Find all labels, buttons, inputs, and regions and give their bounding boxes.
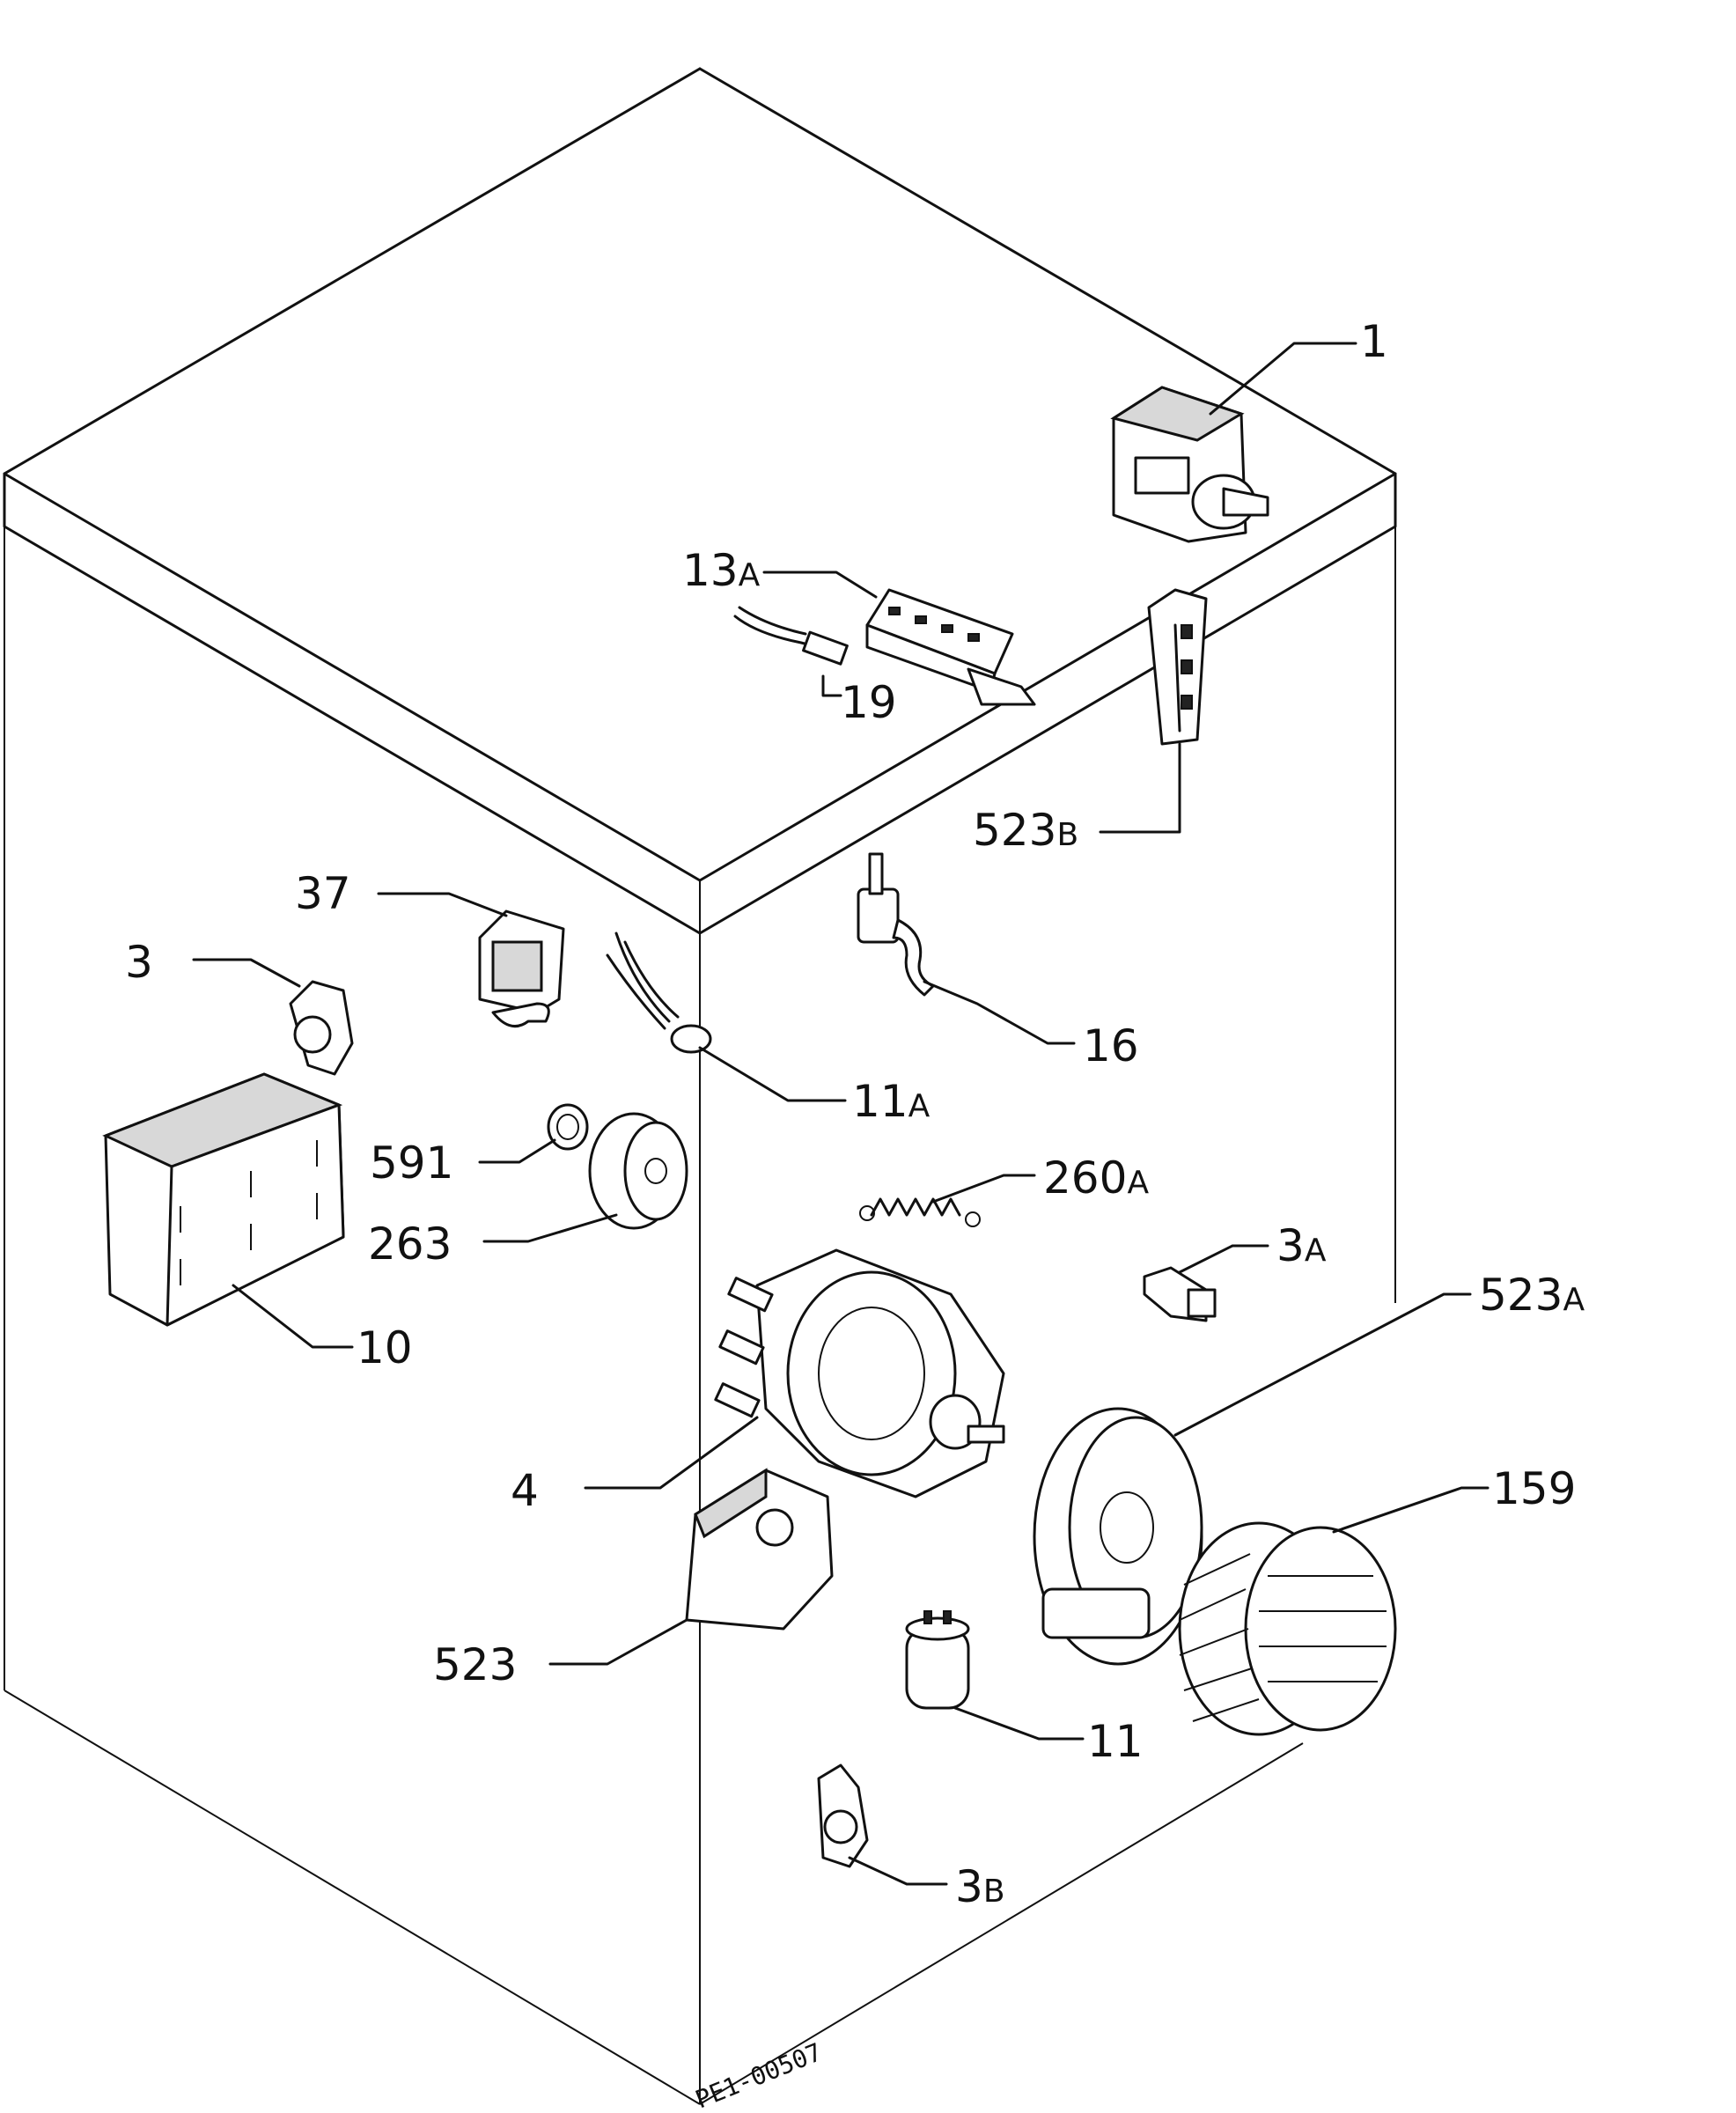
part-3b-clip: [817, 1763, 948, 1886]
label-part-11a: 11A: [852, 1076, 931, 1127]
label-part-11: 11: [1087, 1716, 1144, 1767]
label-part-523: 523: [433, 1639, 517, 1690]
label-part-3b: 3B: [955, 1861, 1005, 1912]
part-16-door-switch: [857, 852, 1076, 1045]
label-part-13a: 13A: [682, 545, 761, 596]
label-part-523a: 523A: [1479, 1270, 1585, 1321]
part-4-motor: [584, 1248, 1005, 1498]
part-10-heater-box: [102, 1072, 354, 1349]
drawing-code: PE1-00507: [691, 2037, 826, 2113]
part-13a-terminal-block: [762, 571, 1036, 706]
part-523-motor-bracket: [548, 1468, 834, 1666]
part-263-pulley: [482, 1112, 688, 1243]
part-11-capacitor: [905, 1610, 1085, 1741]
part-1-selector-switch: [1110, 342, 1357, 543]
label-part-10: 10: [357, 1322, 413, 1373]
part-591-ring: [478, 1103, 589, 1164]
label-part-159: 159: [1492, 1463, 1576, 1514]
part-523b-bracket: [1099, 588, 1208, 834]
label-part-19: 19: [841, 677, 897, 728]
label-part-16: 16: [1083, 1020, 1139, 1071]
label-part-260a: 260A: [1043, 1152, 1149, 1204]
label-part-4: 4: [511, 1465, 539, 1516]
part-159-fan-wheel: [1178, 1486, 1490, 1736]
part-19-sensor-wire: [733, 606, 849, 697]
part-3-clip: [192, 958, 354, 1076]
label-part-591: 591: [370, 1137, 453, 1189]
label-part-3: 3: [125, 937, 153, 988]
label-part-3a: 3A: [1276, 1220, 1327, 1271]
part-37-control-module: [377, 892, 565, 1028]
label-part-523b: 523B: [973, 805, 1078, 856]
part-11a-wire-lead: [606, 931, 847, 1102]
label-part-1: 1: [1360, 316, 1388, 367]
cabinet-outline: [3, 67, 1397, 2105]
part-260a-spring: [859, 1174, 1036, 1227]
label-part-263: 263: [368, 1218, 452, 1270]
label-part-37: 37: [295, 868, 351, 919]
part-3a-connector: [1143, 1244, 1269, 1322]
part-523a-fan-housing: [1033, 1292, 1472, 1666]
